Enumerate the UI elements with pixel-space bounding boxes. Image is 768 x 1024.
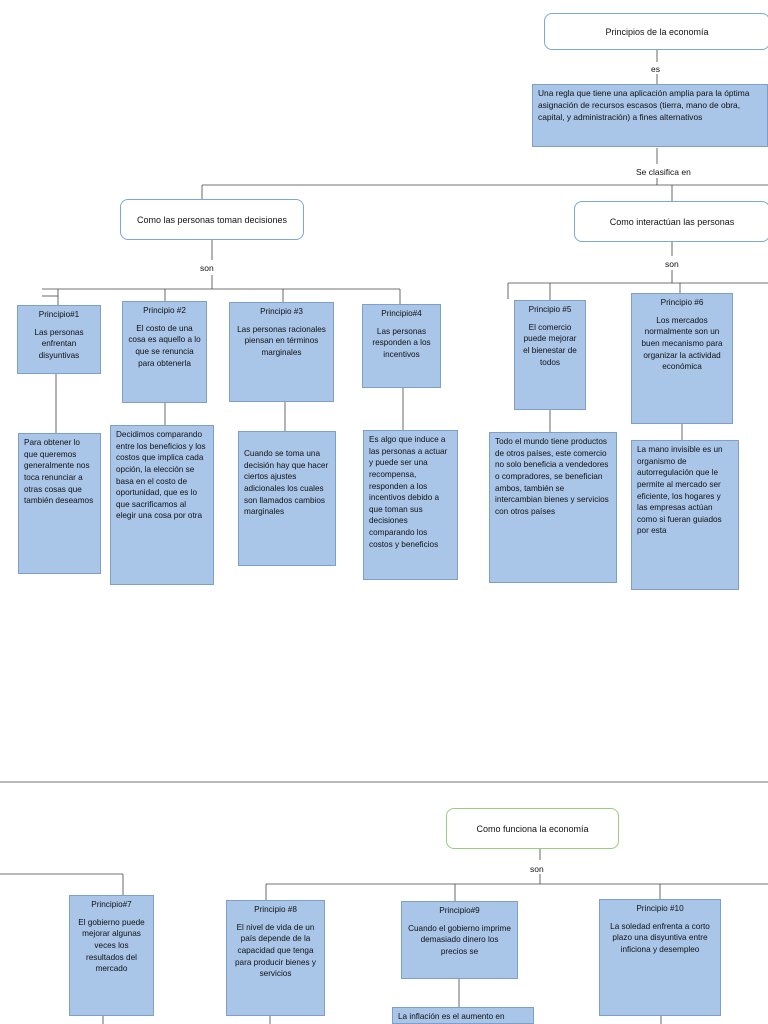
principle-3: Principio #3 Las personas racionales pie… <box>229 302 334 402</box>
principle-9-detail: La inflación es el aumento en <box>392 1007 534 1024</box>
principle-text: El costo de una cosa es aquello a lo que… <box>128 323 201 368</box>
es-label: es <box>651 64 660 74</box>
son-label: son <box>200 263 214 273</box>
category-decisiones: Como las personas toman decisiones <box>120 199 304 240</box>
principle-text: Los mercados normalmente son un buen mec… <box>641 315 723 372</box>
principle-text: Las personas responden a los incentivos <box>372 326 431 359</box>
principle-2-detail: Decidimos comparando entre los beneficio… <box>110 425 214 585</box>
principle-title: Principio #10 <box>636 904 684 913</box>
principle-2: Principio #2 El costo de una cosa es aqu… <box>122 301 207 403</box>
category-funciona: Como funciona la economía <box>446 808 619 849</box>
principle-10: Principio #10 La soledad enfrenta a cort… <box>599 899 721 1016</box>
principle-title: Principio #2 <box>143 306 186 315</box>
definition-box: Una regla que tiene una aplicación ampli… <box>532 84 768 147</box>
principle-8: Principio #8 El nivel de vida de un país… <box>226 900 325 1016</box>
principle-text: La soledad enfrenta a corto plazo una di… <box>610 921 710 954</box>
category-title: Como interactúan las personas <box>609 216 735 227</box>
principle-title: Principio #8 <box>254 905 297 914</box>
son-label: son <box>665 259 679 269</box>
principle-text: Las personas enfrentan disyuntivas <box>34 327 84 360</box>
principle-text: El nivel de vida de un país depende de l… <box>234 922 316 979</box>
principle-title: Principio #5 <box>528 305 572 314</box>
principle-6-detail: La mano invisible es un organismo de aut… <box>631 440 739 590</box>
principle-4: Principio#4 Las personas responden a los… <box>362 304 441 388</box>
detail-text: Decidimos comparando entre los beneficio… <box>116 430 206 521</box>
detail-text: Para obtener lo que queremos generalment… <box>24 438 94 506</box>
principle-6: Principio #6 Los mercados normalmente so… <box>631 293 733 424</box>
category-title: Como las personas toman decisiones <box>136 214 288 225</box>
son-label: son <box>530 864 544 874</box>
detail-text: Es algo que induce a las personas a actu… <box>369 435 448 549</box>
principle-5: Principio #5 El comercio puede mejorar e… <box>514 300 586 410</box>
definition-text: Una regla que tiene una aplicación ampli… <box>538 88 750 122</box>
principle-1-detail: Para obtener lo que queremos generalment… <box>18 433 101 574</box>
principle-title: Principio #6 <box>660 298 704 307</box>
principle-3-detail: Cuando se toma una decisión hay que hace… <box>238 431 336 566</box>
principle-4-detail: Es algo que induce a las personas a actu… <box>363 430 458 580</box>
root-title-box: Principios de la economía <box>544 13 768 50</box>
principle-text: Las personas racionales piensan en térmi… <box>237 324 326 357</box>
principle-text: El gobierno puede mejorar algunas veces … <box>78 917 145 974</box>
clasifica-label: Se clasifica en <box>636 167 691 177</box>
principle-title: Principio#1 <box>38 310 80 319</box>
principle-title: Principio #3 <box>260 307 303 316</box>
principle-title: Principio#9 <box>439 906 480 915</box>
detail-text: La inflación es el aumento en <box>398 1012 505 1021</box>
principle-text: El comercio puede mejorar el bienestar d… <box>523 322 577 367</box>
principle-5-detail: Todo el mundo tiene productos de otros p… <box>489 432 617 583</box>
principle-1: Principio#1 Las personas enfrentan disyu… <box>17 305 101 374</box>
category-interactuan: Como interactúan las personas <box>574 201 768 242</box>
root-title: Principios de la economía <box>605 26 709 37</box>
principle-title: Principio#7 <box>91 900 132 909</box>
category-title: Como funciona la economía <box>476 823 589 834</box>
principle-7: Principio#7 El gobierno puede mejorar al… <box>69 895 154 1016</box>
principle-title: Principio#4 <box>381 309 422 318</box>
detail-text: Todo el mundo tiene productos de otros p… <box>495 437 609 516</box>
principle-9: Principio#9 Cuando el gobierno imprime d… <box>401 901 518 979</box>
detail-text: Cuando se toma una decisión hay que hace… <box>244 449 329 517</box>
detail-text: La mano invisible es un organismo de aut… <box>637 445 723 536</box>
principle-text: Cuando el gobierno imprime demasiado din… <box>408 923 511 956</box>
